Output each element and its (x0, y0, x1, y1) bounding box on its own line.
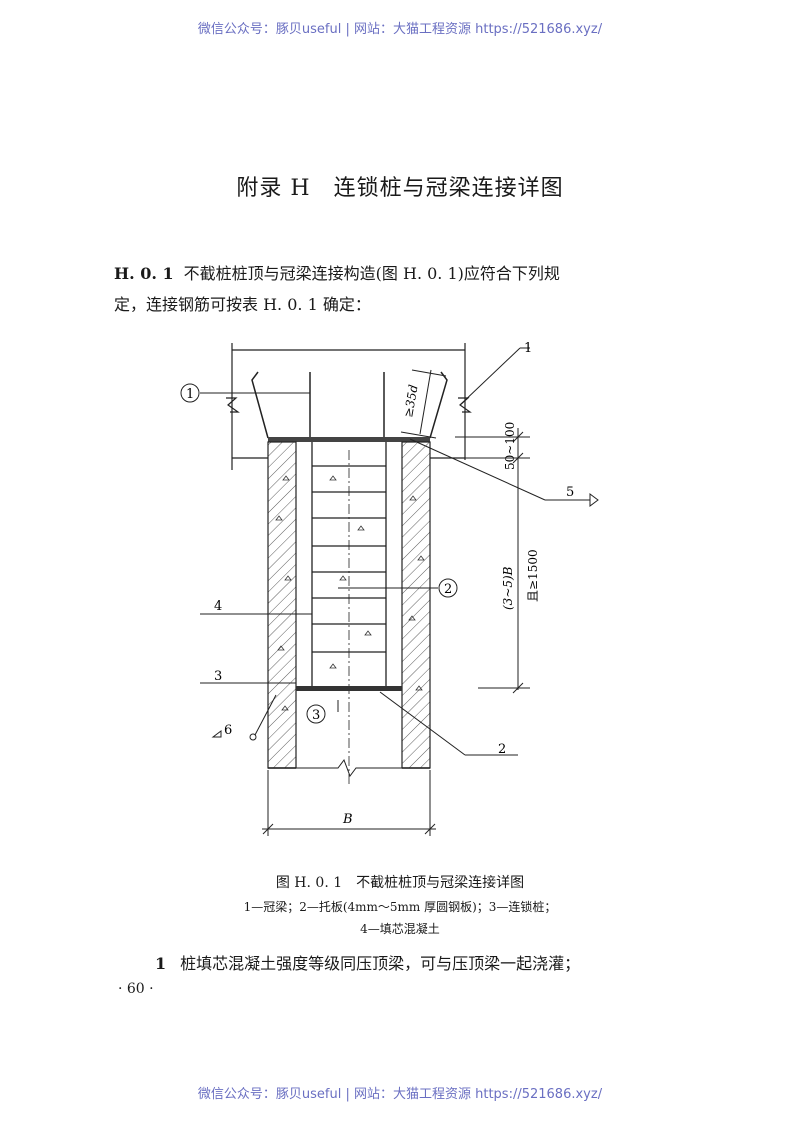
support-plate (296, 686, 402, 691)
section-arrow-5 (589, 493, 599, 507)
section-number: H. 0. 1 (114, 264, 174, 283)
anchor-length-dimension (400, 369, 447, 439)
concrete-aggregate-marks (275, 475, 425, 711)
clause-item-text: 桩填芯混凝土强度等级同压顶梁，可与压顶梁一起浇灌； (180, 954, 581, 973)
pile-top-plate (268, 437, 430, 442)
watermark-top: 微信公众号：豚贝useful | 网站：大猫工程资源 https://52168… (197, 22, 603, 37)
watermark-bottom: 微信公众号：豚贝useful | 网站：大猫工程资源 https://52168… (197, 1087, 603, 1102)
page-number: · 60 · (118, 981, 154, 997)
section-text-line1: 不截桩桩顶与冠梁连接构造(图 H. 0. 1)应符合下列规 (183, 264, 560, 283)
label-5: 5 (566, 485, 574, 500)
figure-caption: 图 H. 0. 1 不截桩桩顶与冠梁连接详图 (275, 875, 525, 891)
anchor-rebars (251, 371, 448, 439)
embedment-dimension-label: (3~5)B (501, 566, 515, 610)
embedment-dimension-label-2: 且≥1500 (526, 549, 540, 602)
svg-text:1: 1 (186, 387, 194, 402)
width-dimension (262, 770, 436, 836)
label-3: 3 (214, 669, 222, 684)
page-title: 附录 H 连锁桩与冠梁连接详图 (236, 176, 564, 201)
circled-label-3: 3 (306, 704, 326, 724)
label-2: 2 (498, 742, 506, 757)
width-dimension-label: B (342, 812, 353, 827)
circled-label-2: 2 (438, 578, 458, 598)
capping-beam-outline (226, 343, 472, 470)
section-h01-paragraph: H. 0. 1 不截桩桩顶与冠梁连接构造(图 H. 0. 1)应符合下列规 定，连… (114, 258, 694, 320)
leader-lines (200, 347, 590, 756)
clause-item-number: 1 (155, 954, 167, 973)
svg-text:3: 3 (312, 708, 320, 723)
label-6: 6 (224, 723, 232, 738)
top-gap-dimension-label: 50~100 (503, 422, 517, 470)
label-4: 4 (214, 599, 222, 614)
infill-concrete-reinforcement (311, 442, 387, 688)
pile-capping-beam-detail-figure: ≥35d 50~100 (3~5)B 且≥1500 B 1 2 3 1 2 3 … (180, 341, 599, 836)
section-text-line2: 定，连接钢筋可按表 H. 0. 1 确定： (114, 295, 371, 314)
figure-legend-line1: 1—冠梁；2—托板(4mm～5mm 厚圆钢板)；3—连锁桩； (243, 900, 557, 914)
vertical-dimensions (455, 428, 530, 694)
circled-label-1: 1 (180, 383, 200, 403)
interlocking-pile-walls (267, 441, 431, 769)
hollow-pile-section (296, 758, 402, 778)
anchor-length-label: ≥35d (401, 383, 421, 418)
svg-text:2: 2 (444, 582, 452, 597)
figure-legend-line2: 4—填芯混凝土 (360, 922, 440, 936)
point-marker-6 (249, 733, 257, 741)
clause-item-1: 1 桩填芯混凝土强度等级同压顶梁，可与压顶梁一起浇灌； (155, 950, 580, 974)
section-arrow-6 (211, 730, 222, 738)
label-1: 1 (524, 341, 532, 356)
